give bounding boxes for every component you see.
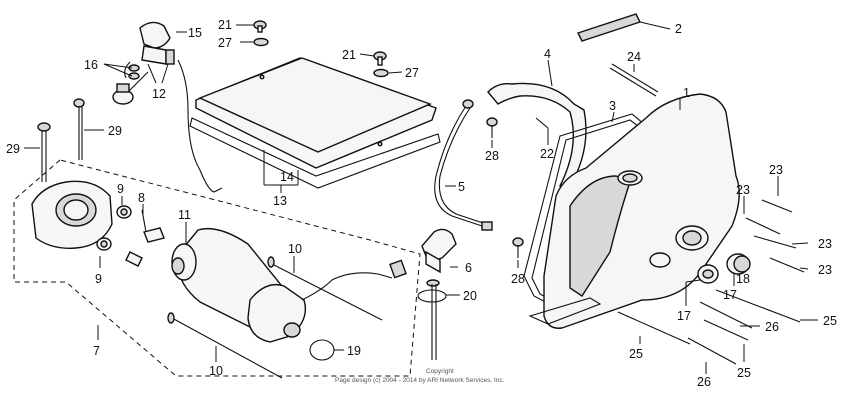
part-21-27-fasteners	[236, 20, 403, 78]
callout-23-right1: 23	[818, 237, 832, 251]
callout-21-right: 21	[342, 48, 356, 62]
copyright-line-1: Copyright	[426, 368, 454, 375]
callout-15: 15	[188, 26, 202, 40]
callout-9-upper: 9	[117, 182, 124, 196]
callout-6: 6	[465, 261, 472, 275]
callout-29-left: 29	[6, 142, 20, 156]
callout-16: 16	[84, 58, 98, 72]
callout-4: 4	[544, 47, 551, 61]
callout-1: 1	[683, 86, 690, 100]
callout-23-right2: 23	[818, 263, 832, 277]
callout-25-lower: 25	[737, 366, 751, 380]
callout-24: 24	[627, 50, 641, 64]
callout-17-right: 17	[723, 288, 737, 302]
callout-5: 5	[458, 180, 465, 194]
part-15-switch-assembly	[103, 21, 223, 193]
part-17-18-seals	[685, 253, 751, 306]
part-29-bolts	[24, 98, 104, 182]
part-22-24-bolts	[535, 63, 659, 145]
copyright-notice: Copyright Page design (c) 2004 - 2014 by…	[335, 368, 505, 384]
callout-27-left: 27	[218, 36, 232, 50]
callout-25-right: 25	[823, 314, 837, 328]
callout-21-left: 21	[218, 18, 232, 32]
callout-18: 18	[736, 272, 750, 286]
callout-23-top: 23	[769, 163, 783, 177]
callout-10-upper: 10	[288, 242, 302, 256]
callout-3: 3	[609, 99, 616, 113]
callout-22: 22	[540, 147, 554, 161]
callout-10-lower: 10	[209, 364, 223, 378]
callout-28-upper: 28	[485, 149, 499, 163]
callout-29-right: 29	[108, 124, 122, 138]
part-13-14-cover	[189, 57, 441, 193]
part-11-starter-motor	[171, 222, 407, 343]
copyright-line-2: Page design (c) 2004 - 2014 by ARI Netwo…	[335, 377, 505, 384]
callout-17-left: 17	[677, 309, 691, 323]
part-1-case-cover	[528, 93, 740, 329]
callout-25-bottom: 25	[629, 347, 643, 361]
callout-19: 19	[347, 344, 361, 358]
part-19-o-ring	[309, 339, 344, 361]
part-7-housing	[31, 180, 113, 249]
callout-11: 11	[178, 208, 191, 222]
part-2-strip	[577, 13, 671, 42]
callout-labels: 1 2 3 4 5 6 7 8 9 9 10 10 11 12 13 14 15…	[6, 18, 837, 389]
callout-2: 2	[675, 22, 682, 36]
callout-26-right: 26	[765, 320, 779, 334]
callout-9-lower: 9	[95, 272, 102, 286]
part-7-starter-group-outline	[13, 159, 421, 377]
part-28-screws	[486, 117, 524, 268]
callout-26-bottom: 26	[697, 375, 711, 389]
part-8-9-brush-parts	[96, 196, 165, 268]
callout-12: 12	[152, 87, 166, 101]
callout-23-mid: 23	[736, 183, 750, 197]
part-5-cable	[434, 99, 493, 231]
callout-7: 7	[93, 344, 100, 358]
callout-14: 14	[280, 170, 294, 184]
part-4-guide	[487, 59, 587, 191]
part-23-25-26-bolts	[617, 176, 818, 374]
callout-28-lower: 28	[511, 272, 525, 286]
part-10-through-bolts	[167, 256, 383, 379]
part-6-20-oil-cap	[417, 228, 460, 360]
callout-20: 20	[463, 289, 477, 303]
callout-8: 8	[138, 191, 145, 205]
callout-27-right: 27	[405, 66, 419, 80]
callout-13: 13	[273, 194, 287, 208]
